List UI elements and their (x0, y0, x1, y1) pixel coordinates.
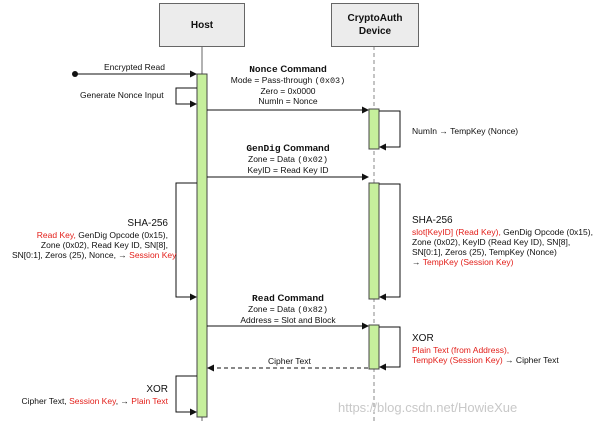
read-command-name: Read (252, 293, 275, 304)
host-sha-line1: GenDig Opcode (0x15), (75, 230, 168, 240)
host-header: Host (159, 3, 245, 47)
nonce-device-result: NumIn → TempKey (Nonce) (412, 126, 519, 136)
device-xor-tempkey: TempKey (Session Key) (412, 355, 503, 365)
generate-nonce-loop (175, 87, 197, 108)
device-xor-block: XOR Plain Text (from Address), TempKey (… (412, 333, 559, 365)
nonce-command-name: Nonce (249, 64, 278, 75)
nonce-numin: NumIn = Nonce (258, 96, 318, 106)
device-activation-nonce (368, 108, 380, 150)
host-sha-session-key: Session Key (129, 250, 177, 260)
device-sha-line3: SN[0:1], Zeros (25), TempKey (Nonce) (412, 247, 557, 257)
read-command-word: Command (277, 293, 324, 304)
generate-nonce-input-label: Generate Nonce Input (80, 90, 164, 100)
device-header-line1: CryptoAuth (347, 13, 403, 24)
device-sha-line2: Zone (0x02), KeyID (Read Key ID), SN[8], (412, 237, 571, 247)
nonce-result-loop (379, 110, 401, 151)
encrypted-read-label: Encrypted Read (104, 62, 165, 72)
read-command-block: Read Command Zone = Data (0x82) Address … (207, 293, 369, 325)
host-sha-line2: Zone (0x02), Read Key ID, SN[8], (40, 240, 168, 250)
host-sha-read-key: Read Key, (36, 230, 76, 240)
read-address: Address = Slot and Block (240, 315, 336, 325)
device-sha-slot-key: slot[KeyID] (Read Key), (412, 227, 501, 237)
gendig-command-block: GenDig Command Zone = Data (0x02) KeyID … (207, 143, 369, 175)
device-xor-result: → Cipher Text (502, 355, 559, 365)
host-xor-cipher: Cipher Text, (21, 396, 70, 406)
gendig-command-name: GenDig (246, 143, 281, 154)
host-sha-loop (175, 182, 197, 301)
device-sha-block: SHA-256 slot[KeyID] (Read Key), GenDig O… (412, 215, 593, 267)
nonce-mode-code: (0x03) (314, 76, 346, 86)
read-zone-code: (0x82) (297, 305, 328, 315)
host-xor-arrow: , → (115, 396, 132, 406)
host-xor-session-key: Session Key (69, 396, 116, 406)
host-xor-loop (175, 375, 197, 416)
device-header-line2: Device (358, 26, 392, 37)
device-xor-plain-text: Plain Text (from Address), (412, 345, 510, 355)
device-activation-read (368, 324, 380, 370)
host-sha-line3: SN[0:1], Zeros (25), Nonce, → (12, 250, 130, 260)
device-xor-loop (379, 326, 401, 371)
device-sha-tempkey: TempKey (Session Key) (422, 257, 514, 267)
cipher-text-label: Cipher Text (268, 356, 311, 366)
nonce-command-word: Command (280, 64, 327, 75)
watermark: https://blog.csdn.net/HowieXue (338, 400, 518, 415)
device-header: CryptoAuth Device (331, 3, 419, 47)
gendig-command-word: Command (283, 143, 330, 154)
gendig-keyid: KeyID = Read Key ID (247, 165, 329, 175)
device-sha-arrow: → (412, 257, 423, 267)
sequence-diagram (72, 46, 401, 421)
nonce-zero: Zero = 0x0000 (260, 86, 316, 96)
host-sha-block: SHA-256 Read Key, GenDig Opcode (0x15), … (12, 218, 176, 260)
host-xor-plain-text: Plain Text (131, 396, 168, 406)
host-xor-block: XOR Cipher Text, Session Key, → Plain Te… (12, 384, 168, 406)
device-sha-line1: GenDig Opcode (0x15), (500, 227, 593, 237)
device-sha-title: SHA-256 (412, 215, 453, 226)
host-header-label: Host (190, 19, 214, 31)
host-xor-title: XOR (146, 384, 168, 395)
nonce-command-block: Nonce Command Mode = Pass-through (0x03)… (207, 64, 369, 106)
host-activation-bar (196, 73, 208, 418)
read-zone: Zone = Data (248, 304, 296, 314)
device-sha-loop (379, 183, 401, 301)
host-sha-title: SHA-256 (127, 218, 168, 229)
gendig-zone-code: (0x02) (297, 155, 328, 165)
nonce-mode: Mode = Pass-through (230, 75, 313, 85)
device-xor-title: XOR (412, 333, 434, 344)
device-activation-gendig (368, 182, 380, 300)
gendig-zone: Zone = Data (248, 154, 296, 164)
